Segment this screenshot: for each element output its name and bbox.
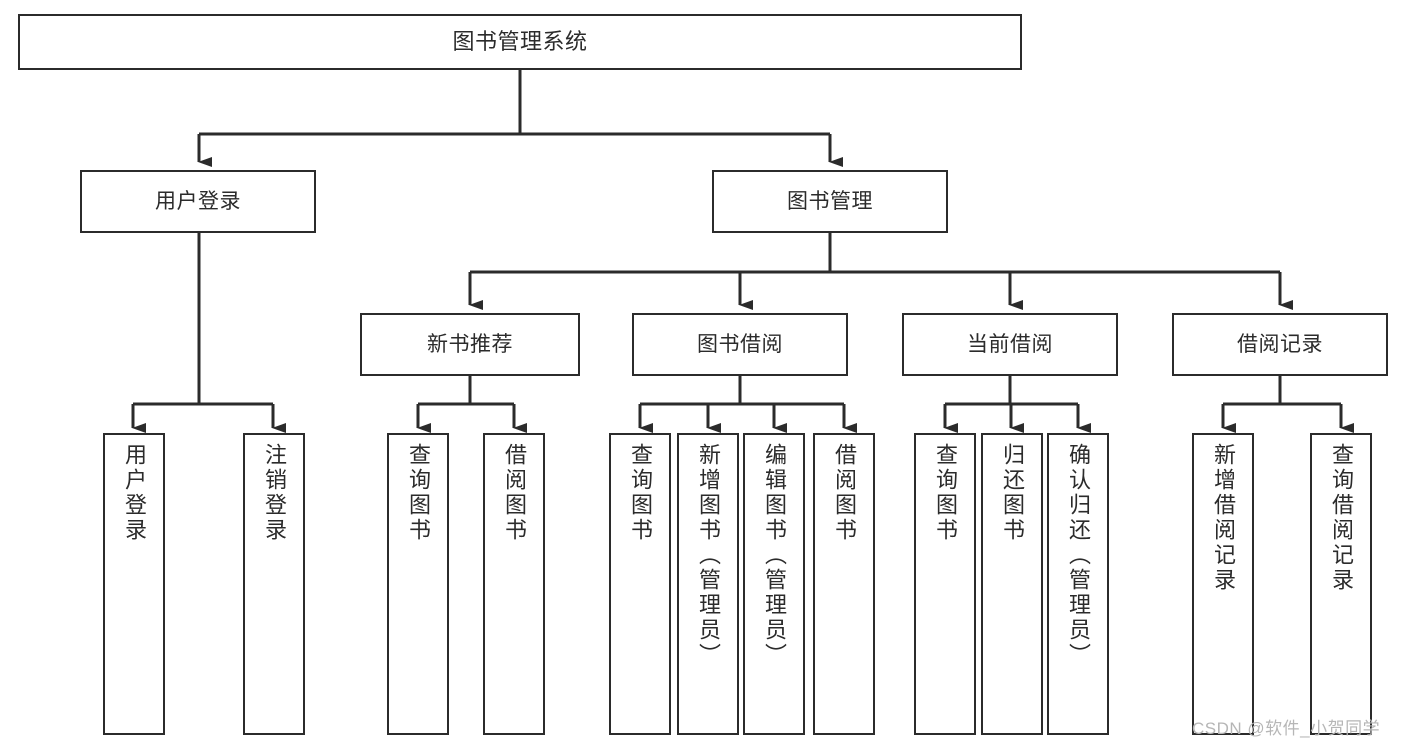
node-leaf-borrow-book-recommend[interactable]: 借阅图书 bbox=[483, 433, 545, 735]
node-leaf-borrow-book[interactable]: 借阅图书 bbox=[813, 433, 875, 735]
node-leaf-confirm-return-admin[interactable]: 确认归还（管理员） bbox=[1047, 433, 1109, 735]
node-label: 用户登录 bbox=[122, 443, 147, 543]
node-label: 当前借阅 bbox=[967, 332, 1053, 356]
node-label: 查询图书 bbox=[933, 443, 958, 543]
node-root-system[interactable]: 图书管理系统 bbox=[18, 14, 1022, 70]
node-borrow-record[interactable]: 借阅记录 bbox=[1172, 313, 1388, 376]
node-label: 注销登录 bbox=[262, 443, 287, 543]
node-leaf-query-book-current[interactable]: 查询图书 bbox=[914, 433, 976, 735]
node-leaf-logout[interactable]: 注销登录 bbox=[243, 433, 305, 735]
node-label: 确认归还（管理员） bbox=[1066, 443, 1091, 668]
node-new-book-recommend[interactable]: 新书推荐 bbox=[360, 313, 580, 376]
node-leaf-edit-book-admin[interactable]: 编辑图书（管理员） bbox=[743, 433, 805, 735]
node-label: 新增图书（管理员） bbox=[696, 443, 721, 668]
node-label: 编辑图书（管理员） bbox=[762, 443, 787, 668]
node-label: 查询借阅记录 bbox=[1329, 443, 1354, 593]
node-label: 图书管理 bbox=[787, 189, 873, 213]
node-label: 借阅图书 bbox=[832, 443, 857, 543]
watermark-text: CSDN @软件_小贺同学 bbox=[1192, 719, 1381, 738]
node-book-borrow[interactable]: 图书借阅 bbox=[632, 313, 848, 376]
node-label: 新书推荐 bbox=[427, 332, 513, 356]
node-label: 借阅图书 bbox=[502, 443, 527, 543]
node-leaf-add-book-admin[interactable]: 新增图书（管理员） bbox=[677, 433, 739, 735]
node-label: 用户登录 bbox=[155, 189, 241, 213]
node-leaf-return-book[interactable]: 归还图书 bbox=[981, 433, 1043, 735]
node-current-borrow[interactable]: 当前借阅 bbox=[902, 313, 1118, 376]
node-leaf-user-login[interactable]: 用户登录 bbox=[103, 433, 165, 735]
node-label: 图书借阅 bbox=[697, 332, 783, 356]
node-leaf-add-borrow-record[interactable]: 新增借阅记录 bbox=[1192, 433, 1254, 735]
node-label: 查询图书 bbox=[628, 443, 653, 543]
node-leaf-query-book[interactable]: 查询图书 bbox=[609, 433, 671, 735]
node-label: 新增借阅记录 bbox=[1211, 443, 1236, 593]
node-leaf-query-borrow-record[interactable]: 查询借阅记录 bbox=[1310, 433, 1372, 735]
node-user-login[interactable]: 用户登录 bbox=[80, 170, 316, 233]
node-label: 查询图书 bbox=[406, 443, 431, 543]
node-label: 归还图书 bbox=[1000, 443, 1025, 543]
node-book-management[interactable]: 图书管理 bbox=[712, 170, 948, 233]
node-leaf-query-book-recommend[interactable]: 查询图书 bbox=[387, 433, 449, 735]
node-label: 图书管理系统 bbox=[452, 28, 588, 54]
node-label: 借阅记录 bbox=[1237, 332, 1323, 356]
